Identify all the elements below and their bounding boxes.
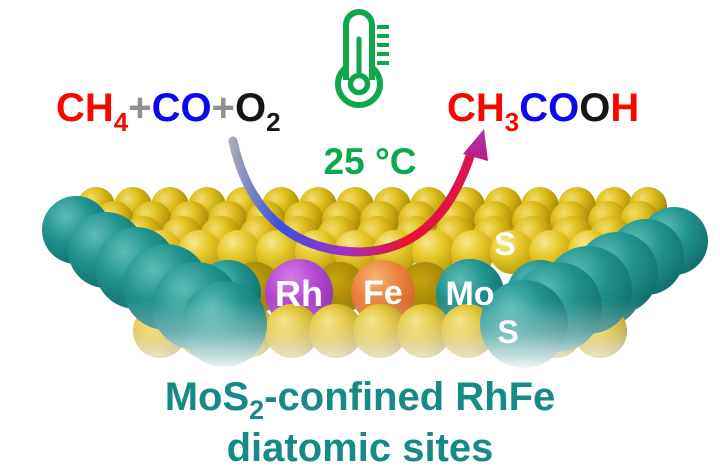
thermometer-icon	[335, 9, 389, 108]
caption-part1: MoS	[164, 375, 250, 419]
formula-subscript: 3	[504, 107, 520, 137]
caption-line1: MoS2-confined RhFe	[0, 374, 720, 425]
rh-label: Rh	[275, 273, 323, 314]
bottom-fade	[0, 300, 720, 378]
formula-segment: O	[548, 86, 580, 130]
temperature-label: 25 °C	[323, 141, 417, 182]
reaction-arrow	[228, 129, 488, 257]
plus-sign: +	[211, 86, 235, 130]
formula-segment: CH	[447, 86, 505, 130]
formula-segment: CO	[151, 86, 212, 130]
arrowhead	[463, 129, 488, 161]
s-top-label: S	[494, 226, 515, 262]
formula-segment: O	[579, 86, 611, 130]
caption-part2: -confined RhFe	[264, 375, 556, 419]
caption: MoS2-confined RhFe diatomic sites	[0, 374, 720, 472]
formula-subscript: 4	[113, 107, 129, 137]
caption-subscript: 2	[249, 395, 265, 425]
formula-segment: H	[610, 86, 640, 130]
plus-sign: +	[128, 86, 152, 130]
fe-label: Fe	[363, 274, 403, 312]
atom-labels: Rh Fe Mo S S	[275, 226, 519, 350]
mo-label: Mo	[445, 275, 494, 313]
formula-segment: CH	[56, 86, 114, 130]
formula-segment: C	[519, 86, 549, 130]
s-bottom-label: S	[497, 314, 518, 350]
formula-subscript: 2	[266, 107, 281, 137]
mos2-slab: Rh Fe Mo S S	[0, 187, 720, 378]
product-formula: CH3COOH	[447, 86, 640, 137]
formula-segment: O	[234, 86, 267, 130]
reactants-formula: CH4+CO+O2	[56, 86, 281, 137]
caption-line2: diatomic sites	[226, 426, 494, 470]
